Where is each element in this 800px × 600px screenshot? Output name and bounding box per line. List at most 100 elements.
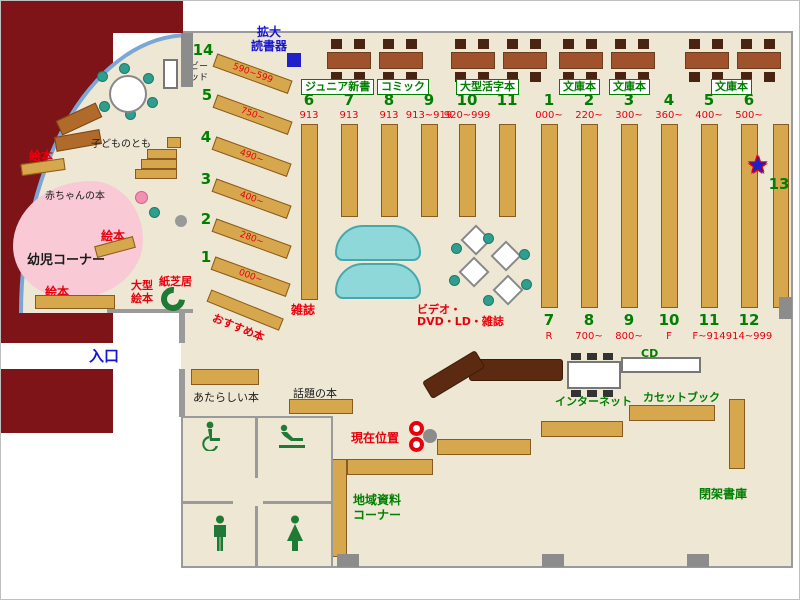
reading-table (685, 39, 729, 83)
shelf-range: R (545, 331, 553, 342)
topical-books-label: 話題の本 (293, 387, 337, 400)
fan-shelf-number: 1 (200, 248, 212, 266)
column-pillar (181, 33, 193, 87)
shelf-bar (661, 124, 678, 308)
shelf-number: 1 (543, 91, 555, 109)
shelf-number: 6 (743, 91, 755, 109)
av-chair (521, 279, 532, 290)
teal-stool (149, 207, 160, 218)
shelf-bar (773, 124, 789, 308)
shelf-bar (341, 124, 358, 217)
current-position-label: 現在位置 (351, 431, 400, 445)
baby-bed-label: ベビー (181, 62, 209, 72)
star-marker-icon: ★ (747, 151, 769, 179)
genre-label-junior: ジュニア新書 (301, 79, 375, 96)
kids-area-wall (107, 309, 193, 313)
column-pillar (337, 554, 359, 567)
genre-label-bunko: 文庫本 (559, 79, 600, 96)
wall-segment (179, 369, 185, 417)
womens-toilet-icon (287, 515, 303, 551)
magazines-label: 雑誌 (291, 303, 316, 317)
shelf-range: 913~919 (405, 110, 453, 121)
shelf-range: 913 (339, 110, 359, 121)
kids-chair (147, 97, 158, 108)
small-stool (167, 137, 181, 148)
genre-label-bunko: 文庫本 (609, 79, 650, 96)
magnifier-device-icon (287, 53, 301, 67)
av-chair (483, 295, 494, 306)
shelf-number: 9 (423, 91, 435, 109)
shelf-number: 9 (623, 311, 635, 329)
shelf-bar (541, 124, 558, 308)
reading-table (737, 39, 781, 83)
video-corner-label: DVD・LD・雑誌 (417, 315, 504, 328)
baby-bed (163, 59, 178, 89)
shelf-range: 360~ (655, 110, 683, 121)
fan-shelf-number: 14 (192, 41, 214, 59)
shelf-number: 4 (663, 91, 675, 109)
kamishibai-label: 紙芝居 (159, 275, 192, 288)
internet-chair (603, 390, 613, 397)
shelf-range: 220~ (575, 110, 603, 121)
internet-table (567, 361, 621, 389)
shelf-bar (581, 124, 598, 308)
genre-label-comic: コミック (377, 79, 429, 96)
shelf-range: 000~ (535, 110, 563, 121)
topical-books-shelf (289, 399, 353, 414)
genre-label-bunko: 文庫本 (711, 79, 752, 96)
shelf-bar (381, 124, 398, 217)
pink-stool (135, 191, 148, 204)
step-stool (141, 159, 177, 169)
shelf-bar (301, 124, 318, 300)
internet-chair (571, 353, 581, 360)
shelf-number: 7 (343, 91, 355, 109)
fan-shelf-number: 5 (201, 86, 213, 104)
av-chair (451, 243, 462, 254)
video-corner-label: ビデオ・ (417, 303, 461, 316)
fan-shelf-number: 4 (200, 128, 212, 146)
shelf-range: 400~ (695, 110, 723, 121)
shelf-number: 2 (583, 91, 595, 109)
local-materials-shelf (347, 459, 433, 475)
shelf-bar (729, 399, 745, 469)
shelf-bar (629, 405, 715, 421)
av-chair (449, 275, 460, 286)
reading-table (327, 39, 371, 83)
shelf-bar (741, 124, 758, 308)
shelf-range: 913 (299, 110, 319, 121)
shelf-range: F (666, 331, 672, 342)
internet-chair (587, 353, 597, 360)
reading-table (503, 39, 547, 83)
shelf-number: 7 (543, 311, 555, 329)
shelf-bar (459, 124, 476, 217)
reading-table (451, 39, 495, 83)
genre-label-large-print: 大型活字本 (456, 79, 519, 96)
kids-chair (143, 73, 154, 84)
shelf-range: 700~ (575, 331, 603, 342)
step-stool (147, 149, 177, 159)
cd-label: CD (641, 347, 659, 360)
reading-table (379, 39, 423, 83)
internet-label: インターネット (555, 395, 632, 408)
wheelchair-icon (202, 421, 220, 451)
local-materials-label: 地域資料 (353, 493, 402, 507)
closed-stacks-label: 閉架書庫 (699, 487, 748, 501)
shelf-number: 10 (456, 91, 478, 109)
kodomo-no-tomo-label: 子どものとも (91, 139, 151, 150)
internet-chair (571, 390, 581, 397)
magnifier-label: 拡大 (257, 25, 282, 39)
internet-chair (587, 390, 597, 397)
wall-segment (263, 501, 331, 504)
fan-shelf-number: 3 (200, 170, 212, 188)
large-picture-books-label: 大型 (131, 279, 153, 292)
shelf-range: 914~999 (725, 331, 773, 342)
large-picture-books-label: 絵本 (131, 292, 153, 305)
magazine-display-shelf (335, 263, 421, 299)
kids-chair (97, 71, 108, 82)
toddler-corner-label: 幼児コーナー (27, 253, 106, 268)
av-chair (483, 233, 494, 244)
shelf-bar (541, 421, 623, 437)
baby-bed-label: ベッド (181, 73, 209, 83)
wall-segment (179, 313, 185, 343)
restroom-block (181, 416, 333, 568)
